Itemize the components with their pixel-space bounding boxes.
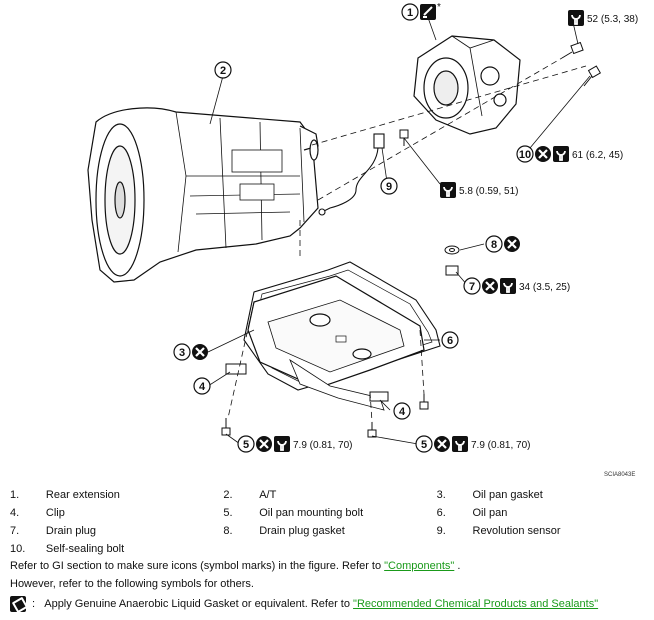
svg-text:8: 8: [491, 239, 497, 251]
figure-code: SCIA8043E: [604, 472, 635, 478]
callout-10: 10 61 (6.2, 45): [516, 144, 623, 164]
svg-text:*: *: [437, 2, 441, 13]
torque-rear-bolt: 52 (5.3, 38): [587, 14, 638, 25]
legend-row: 1. Rear extension 2. A/T 3. Oil pan gask…: [10, 486, 650, 504]
rear-extension: [413, 35, 521, 135]
legend-number: 10.: [10, 543, 26, 555]
callout-7: 7 34 (3.5, 25): [463, 276, 570, 296]
however-text: However, refer to the following symbols …: [10, 578, 254, 590]
chemical-products-link[interactable]: "Recommended Chemical Products and Seala…: [353, 597, 599, 610]
legend-label: Drain plug: [45, 525, 97, 537]
refer-end: .: [454, 560, 461, 572]
legend-label: A/T: [259, 489, 277, 501]
svg-text:5: 5: [421, 439, 427, 451]
drain-plug: [445, 265, 459, 276]
torque-pan-bolt-right: 7.9 (0.81, 70): [471, 440, 530, 451]
torque-clip-bolt-callout: 5.8 (0.59, 51): [439, 181, 518, 199]
liquid-gasket-icon: [10, 596, 26, 612]
legend-label: Self-sealing bolt: [45, 543, 125, 555]
parts-legend: 1. Rear extension 2. A/T 3. Oil pan gask…: [10, 486, 650, 558]
callout-1: 1 *: [401, 2, 441, 21]
legend-row: 4. Clip 5. Oil pan mounting bolt 6. Oil …: [10, 504, 650, 522]
legend-number: 2.: [223, 489, 233, 501]
clip-left: [225, 363, 247, 375]
symbol-text: Apply Genuine Anaerobic Liquid Gasket or…: [44, 597, 354, 610]
legend-label: Rear extension: [45, 489, 120, 501]
legend-number: 6.: [436, 507, 446, 519]
clip-right: [369, 391, 389, 402]
oil-pan: [247, 275, 425, 411]
refer-text: Refer to GI section to make sure icons (…: [10, 560, 385, 572]
svg-text:1: 1: [407, 7, 413, 19]
callout-4-left: 4: [193, 377, 211, 395]
svg-text:6: 6: [447, 335, 453, 347]
leader-lines: [207, 11, 591, 445]
legend-label: Oil pan mounting bolt: [259, 507, 364, 519]
svg-text:4: 4: [399, 406, 406, 418]
callout-5-right: 5 7.9 (0.81, 70): [415, 434, 530, 454]
callout-3: 3: [173, 342, 210, 362]
at-transmission: [87, 107, 319, 283]
refer-note: Refer to GI section to make sure icons (…: [10, 560, 460, 572]
legend-label: Oil pan gasket: [472, 489, 543, 501]
torque-pan-bolt-left: 7.9 (0.81, 70): [293, 440, 352, 451]
legend-number: 9.: [436, 525, 446, 537]
torque-self-sealing: 61 (6.2, 45): [572, 150, 623, 161]
callout-8: 8: [485, 234, 522, 254]
symbol-note: : Apply Genuine Anaerobic Liquid Gasket …: [10, 596, 598, 612]
legend-label: Oil pan: [472, 507, 508, 519]
legend-label: Revolution sensor: [472, 525, 561, 537]
rear-extension-bolt: [561, 41, 602, 87]
legend-number: 5.: [223, 507, 233, 519]
svg-text:9: 9: [386, 181, 392, 193]
callout-5-left: 5 7.9 (0.81, 70): [237, 434, 352, 454]
oil-pan-bolt: [221, 394, 429, 438]
legend-label: Drain plug gasket: [259, 525, 345, 537]
legend-number: 8.: [223, 525, 233, 537]
exploded-view-diagram: 1 * 2 3 4 4 5 7.9 (0.81, 70) 5 7.9 (0.81…: [87, 2, 638, 478]
callout-9: 9: [380, 177, 398, 195]
legend-label: Clip: [45, 507, 65, 519]
symbol-separator: :: [32, 597, 36, 610]
torque-clip-bolt: 5.8 (0.59, 51): [459, 186, 518, 197]
torque-rear-bolt-callout: 52 (5.3, 38): [567, 9, 638, 27]
svg-text:3: 3: [179, 347, 185, 359]
legend-number: 1.: [10, 489, 20, 501]
torque-drain-plug: 34 (3.5, 25): [519, 282, 570, 293]
components-link[interactable]: "Components": [384, 560, 455, 572]
legend-number: 7.: [10, 525, 20, 537]
svg-text:10: 10: [519, 149, 531, 161]
revolution-sensor: [318, 133, 385, 216]
callout-2: 2: [214, 61, 232, 79]
legend-row: 7. Drain plug 8. Drain plug gasket 9. Re…: [10, 522, 650, 540]
callout-6: 6: [441, 331, 459, 349]
legend-number: 3.: [436, 489, 446, 501]
callout-4-right: 4: [393, 402, 411, 420]
svg-text:5: 5: [243, 439, 249, 451]
svg-text:4: 4: [199, 381, 206, 393]
svg-text:2: 2: [220, 65, 226, 77]
legend-number: 4.: [10, 507, 20, 519]
however-note: However, refer to the following symbols …: [10, 578, 254, 590]
drain-plug-gasket: [444, 245, 460, 255]
svg-text:7: 7: [469, 281, 475, 293]
legend-row: 10. Self-sealing bolt: [10, 540, 650, 558]
